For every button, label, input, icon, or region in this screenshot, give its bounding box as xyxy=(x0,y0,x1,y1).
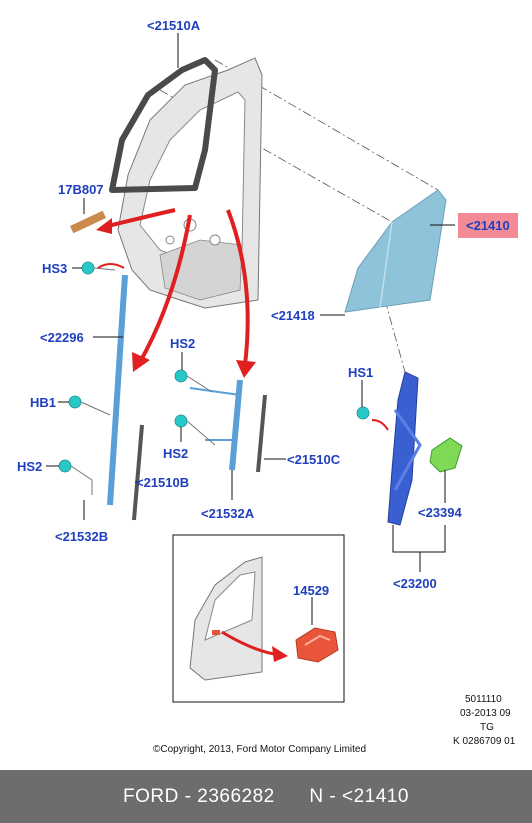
drawing-number: 5011110 xyxy=(465,694,502,705)
callout-21418: <21418 xyxy=(271,308,315,323)
callout-21410-highlighted: <21410 xyxy=(458,213,518,238)
callout-hb1: HB1 xyxy=(30,395,57,410)
glass-run-channel xyxy=(107,274,128,506)
door-handle xyxy=(295,627,339,663)
drawing-reference: K 0286709 01 xyxy=(453,736,516,747)
callout-17b807: 17B807 xyxy=(58,182,104,197)
parts-diagram xyxy=(46,33,463,703)
callout-hs3: HS3 xyxy=(42,261,68,276)
callout-hs1: HS1 xyxy=(348,365,374,380)
door-frame xyxy=(117,57,263,309)
callout-21510b: <21510B xyxy=(136,475,190,490)
window-regulator xyxy=(387,371,419,526)
assembly-arrows xyxy=(97,208,389,431)
callout-14529: 14529 xyxy=(293,583,330,598)
callout-hs2-bottom: HS2 xyxy=(163,446,189,461)
projection-lines xyxy=(159,59,439,391)
copyright-text: ©Copyright, 2013, Ford Motor Company Lim… xyxy=(153,744,367,755)
inset-box xyxy=(172,534,345,703)
window-glass xyxy=(344,189,447,313)
seal-strip-c xyxy=(256,394,267,473)
door-seal xyxy=(109,57,218,193)
callout-21532a: <21532A xyxy=(201,506,255,521)
leader-lines xyxy=(46,33,455,625)
drawing-code: TG xyxy=(480,722,494,733)
callout-23200: <23200 xyxy=(393,576,437,591)
callout-hs2-top: HS2 xyxy=(170,336,196,351)
seal-strip-b xyxy=(132,424,144,521)
callout-hs2-left: HS2 xyxy=(17,459,43,474)
drawing-date: 03-2013 09 xyxy=(460,708,511,719)
callout-23394: <23394 xyxy=(418,505,462,520)
callout-21510a: <21510A xyxy=(147,18,201,33)
callout-21510c: <21510C xyxy=(287,452,341,467)
callout-22296: <22296 xyxy=(40,330,84,345)
callout-21532b: <21532B xyxy=(55,529,109,544)
footer-bar: FORD - 2366282 N - <21410 xyxy=(0,770,532,823)
inset-door xyxy=(189,556,263,681)
part-number-caption: FORD - 2366282 N - <21410 xyxy=(123,785,409,807)
strip-part xyxy=(69,210,107,234)
regulator-motor xyxy=(429,437,463,473)
